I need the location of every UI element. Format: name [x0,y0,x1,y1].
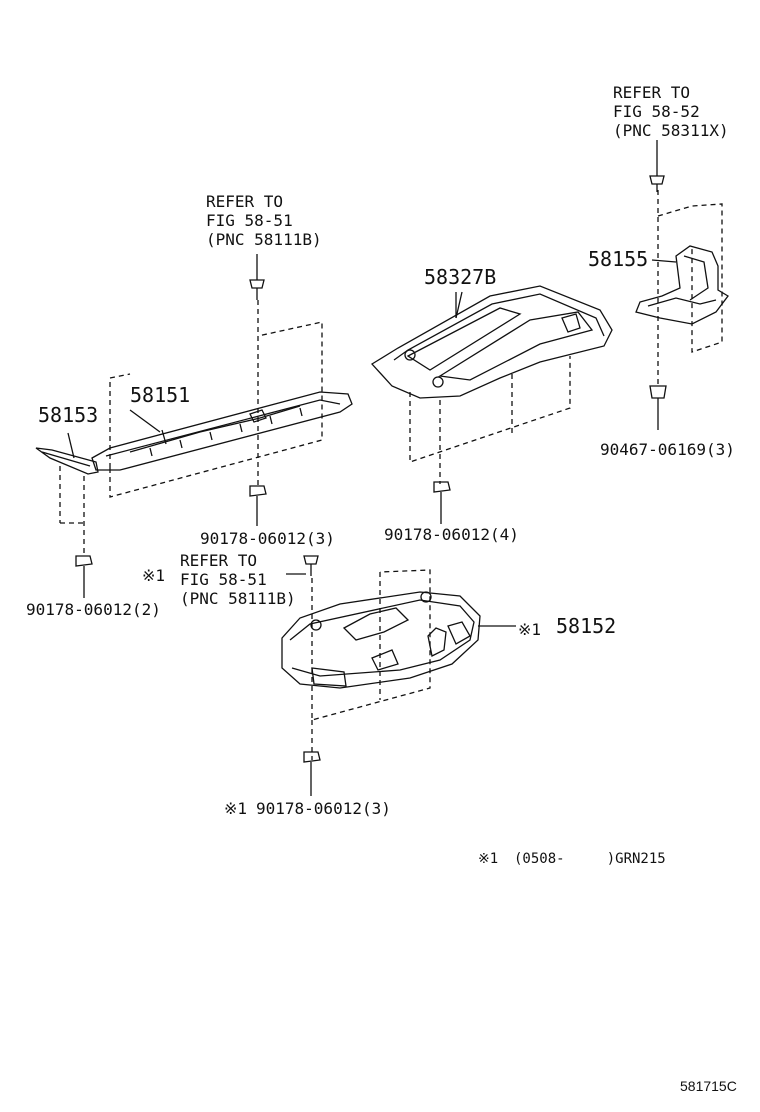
part-number-58155: 58155 [588,247,649,271]
part-number-58327B: 58327B [424,265,497,289]
part-number-58153: 58153 [38,403,99,427]
part-number-58151: 58151 [130,383,191,407]
fastener-screw-top-2 [649,140,665,192]
clip-label-3: 90467-06169(3) [600,440,735,459]
mark-1-58152: ※1 [518,620,542,639]
bolt-label-4: 90178-06012(4) [384,525,519,544]
mark-1-bolt: ※1 [224,799,248,818]
fastener-screw-top-1 [249,254,265,300]
leader-58151 [129,409,161,433]
dashed-frame-58155 [657,190,723,386]
drawing-number: 581715C [680,1078,737,1094]
fastener-bolt-58153 [75,555,93,598]
part-58155-shape [635,245,729,325]
leader-58155 [651,259,677,263]
part-58327B-shape [370,285,613,399]
refer-note-58-52: REFER TO FIG 58-52 (PNC 58311X) [613,83,729,140]
bolt-label-2: 90178-06012(2) [26,600,161,619]
mark-1-ref: ※1 [142,566,166,585]
fastener-screw-ref-3 [303,555,319,576]
refer-note-58-51-lower: REFER TO FIG 58-51 (PNC 58111B) [180,551,296,608]
fastener-bolt-58327B [433,481,451,524]
bolt-label-3b: 90178-06012(3) [256,799,391,818]
dashed-frame-58153 [59,466,85,556]
refer-note-58-51-top: REFER TO FIG 58-51 (PNC 58111B) [206,192,322,249]
footnote-mark: ※1 [478,851,499,867]
bolt-label-3a: 90178-06012(3) [200,529,335,548]
part-58152-shape [281,591,516,689]
dashed-frame-58152 [311,569,431,760]
part-58153-shape [35,432,99,475]
fastener-clip-58155 [649,385,667,430]
part-58151-shape [91,391,353,471]
footnote-range: (0508- )GRN215 [514,851,666,867]
part-number-58152: 58152 [556,614,617,638]
fastener-bolt-58151 [249,485,267,526]
dashed-frame-58151 [109,300,323,498]
dashed-frame-58327B [409,356,571,484]
fastener-bolt-58152 [303,751,321,796]
